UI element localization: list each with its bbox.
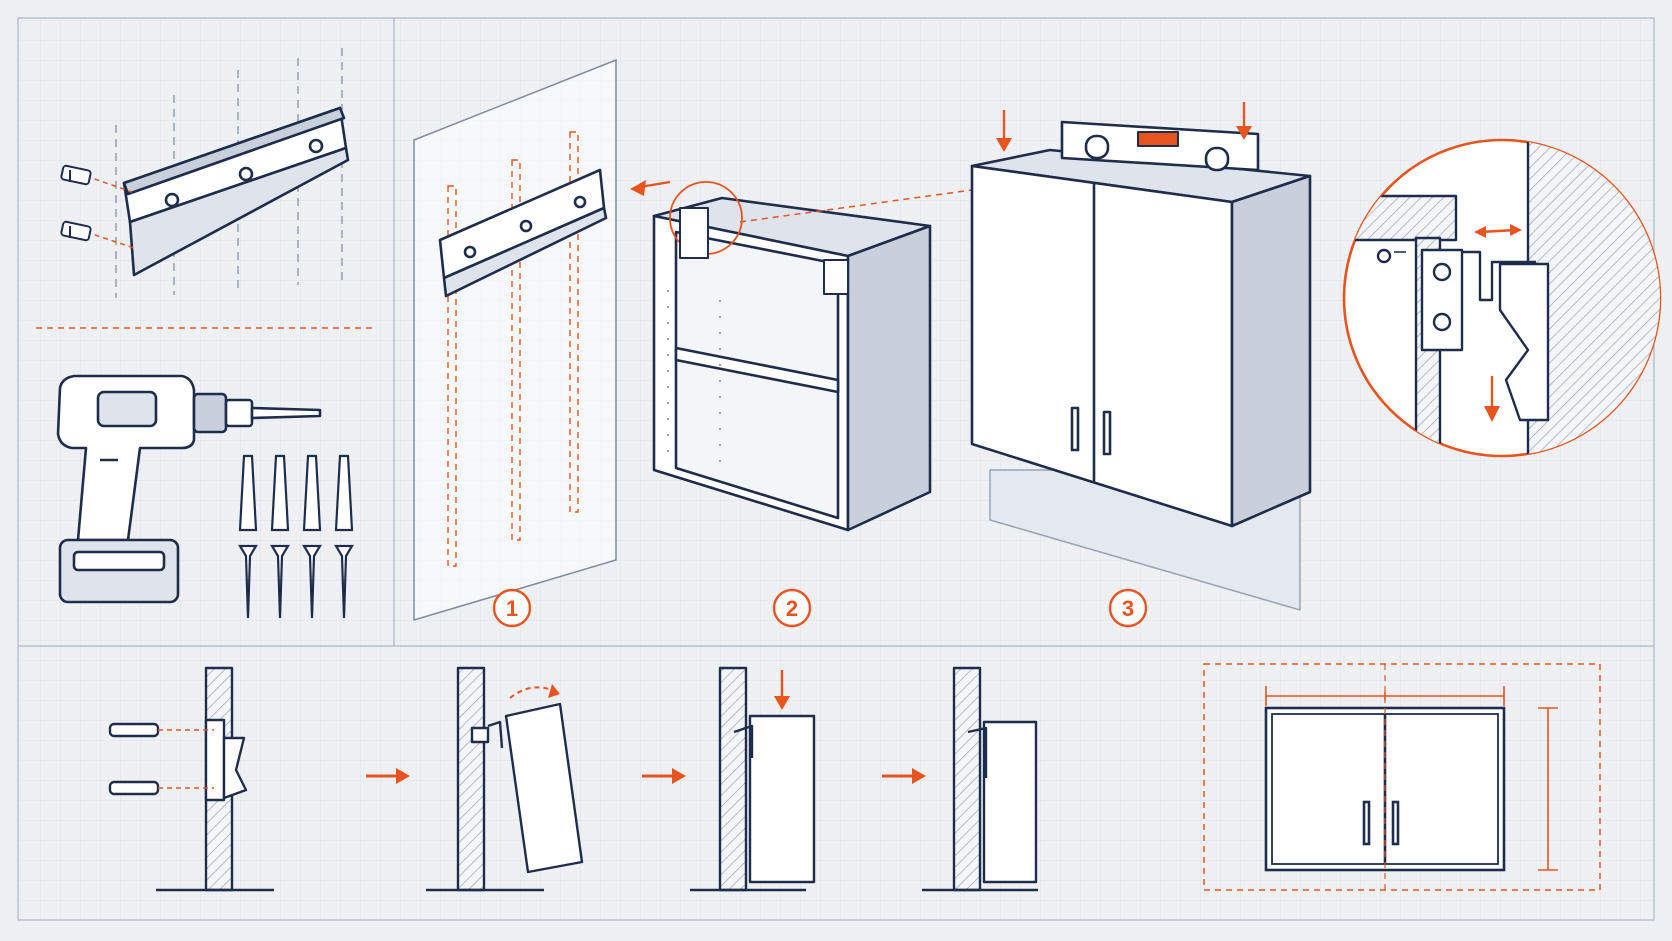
- step-2-cabinet-carcass: [630, 180, 932, 532]
- step-number-2-label: 2: [786, 596, 798, 621]
- wall-anchor-icon: [238, 454, 354, 532]
- screw-icon: [238, 544, 354, 619]
- spirit-level-icon: [1060, 120, 1260, 172]
- step-3-mounted-cabinet: [970, 102, 1312, 611]
- side-view-hook-on: [426, 666, 584, 892]
- arrow-left-icon: [630, 180, 646, 196]
- arrow-right-icon: [366, 768, 410, 784]
- side-view-sequence: [108, 666, 1038, 892]
- side-view-anchors: [108, 666, 274, 892]
- step-number-3: 3: [1108, 588, 1148, 628]
- mounting-bracket-icon: [1420, 248, 1536, 352]
- hardware-set: [238, 454, 354, 619]
- hanging-rail-icon: [438, 168, 608, 298]
- arrow-right-icon: [882, 768, 926, 784]
- mounting-bracket-icon: [679, 207, 849, 295]
- step-1-wall-rail: [413, 58, 617, 622]
- side-view-secured: [922, 666, 1038, 892]
- step-number-1: 1: [492, 588, 532, 628]
- arrow-right-icon: [642, 768, 686, 784]
- step-number-3-label: 3: [1122, 596, 1134, 621]
- rail-mounting-detail: [36, 48, 374, 329]
- wall-anchor-icon: [108, 722, 160, 796]
- hanging-rail-icon: [122, 106, 350, 277]
- drill-icon: [56, 374, 322, 604]
- wall-anchor-icon: [60, 164, 92, 242]
- side-view-lower: [690, 666, 816, 892]
- front-elevation-dimensions: [1203, 663, 1601, 891]
- panel-frames: [17, 17, 1655, 921]
- step-number-1-label: 1: [506, 596, 518, 621]
- step-number-2: 2: [772, 588, 812, 628]
